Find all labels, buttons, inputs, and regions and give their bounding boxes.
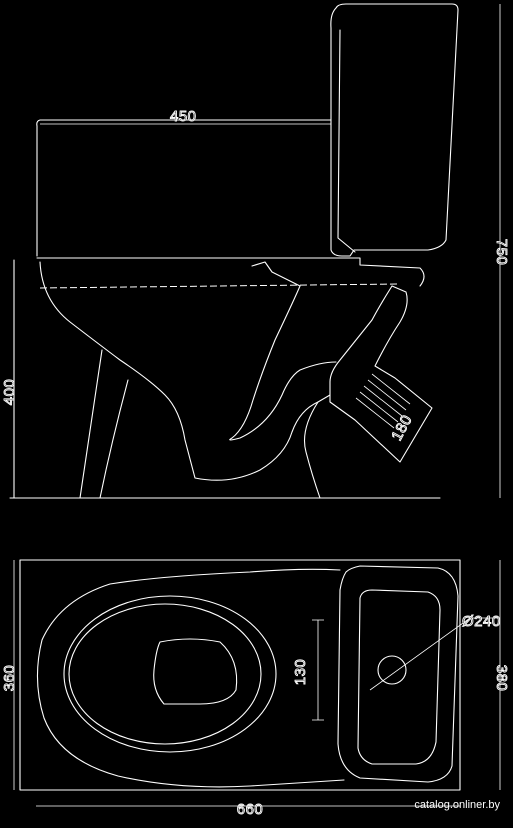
bowl-rim-oval — [63, 595, 277, 753]
dim-tank-width: 380 — [493, 665, 510, 692]
dim-outlet-offset: 180 — [388, 412, 415, 443]
floor-line — [9, 259, 441, 499]
bowl-inner-oval — [68, 603, 262, 745]
cistern-lid — [36, 119, 332, 257]
dim-hole-diameter: Ø240 — [462, 613, 501, 630]
cistern-front-edge — [337, 29, 356, 253]
outlet-pipe — [329, 285, 433, 463]
bowl-plan-outer — [36, 568, 345, 788]
cistern-tank — [330, 3, 459, 257]
water-area — [153, 638, 238, 705]
bowl-trap — [229, 261, 337, 441]
tank-plan — [337, 565, 459, 783]
dim-bowl-length: 450 — [170, 108, 197, 125]
bowl-outer — [39, 261, 331, 481]
bowl-rim — [36, 257, 425, 287]
tank-plan-inner — [357, 589, 441, 765]
hole-leader — [369, 617, 500, 691]
side-view: 450 400 750 180 — [1, 3, 510, 499]
top-view: Ø240 130 360 380 660 — [1, 559, 510, 818]
dim-seat-height: 400 — [1, 379, 18, 406]
dim-line-bowl-inner — [312, 619, 324, 721]
dim-base-length: 660 — [237, 801, 264, 818]
outlet-hole — [377, 655, 407, 685]
base-outline — [19, 559, 461, 791]
pedestal — [79, 349, 321, 499]
watermark: catalog.onliner.by — [414, 799, 500, 811]
dim-bowl-inner: 130 — [292, 659, 309, 686]
dim-tank-height: 750 — [493, 239, 510, 266]
dim-base-width: 360 — [1, 665, 18, 692]
bowl-center-line — [39, 283, 399, 289]
outlet-ribs — [355, 373, 411, 429]
